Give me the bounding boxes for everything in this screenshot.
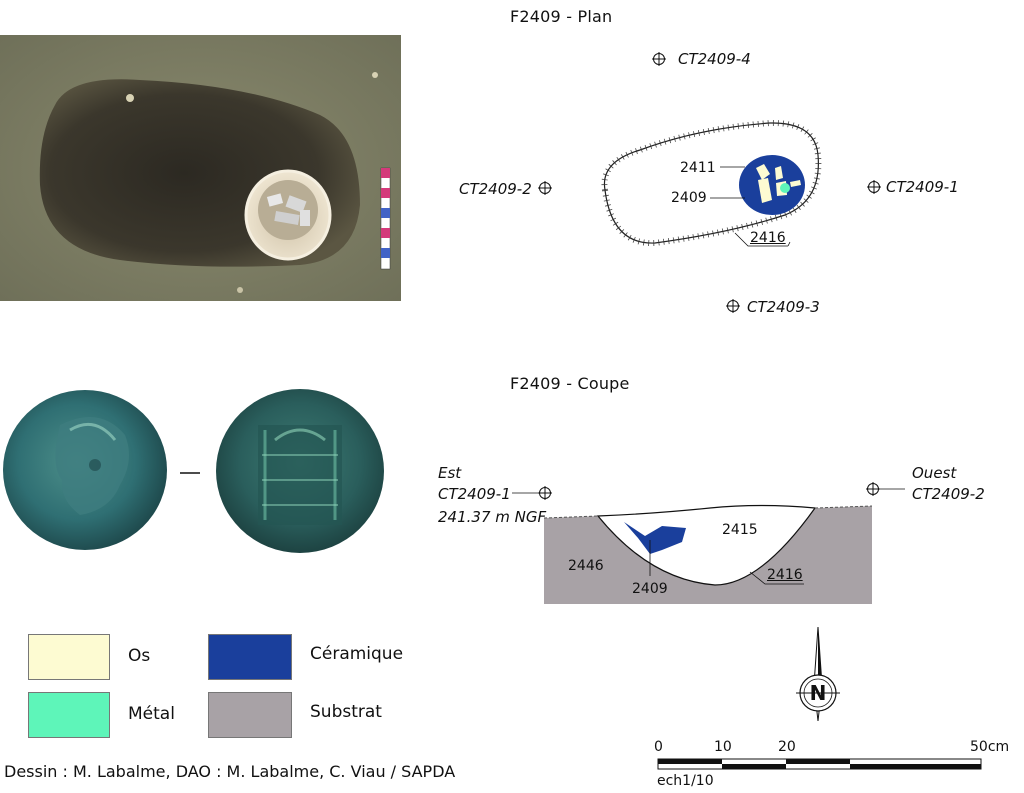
legend-swatch-substrat (208, 692, 292, 738)
credit-line: Dessin : M. Labalme, DAO : M. Labalme, C… (4, 762, 456, 781)
ceramic-section (624, 522, 686, 554)
legend-swatch-metal (28, 692, 110, 738)
plan-ct2-label: CT2409-2 (459, 180, 532, 198)
legend-label-os: Os (128, 646, 151, 666)
coupe-ct1-label: CT2409-1 (438, 485, 511, 503)
plan-label-2416: 2416 (750, 230, 786, 246)
scale-tick-50: 50cm (970, 739, 1010, 755)
coin-obverse (3, 390, 167, 550)
excavation-photo (0, 35, 401, 301)
legend-label-substrat: Substrat (310, 702, 382, 722)
coupe-title: F2409 - Coupe (510, 374, 630, 393)
scale-tick-20: 20 (778, 739, 796, 755)
plan-ct4-label: CT2409-4 (678, 50, 751, 68)
scale-caption: ech1/10 (657, 773, 714, 789)
svg-text:N: N (810, 681, 827, 705)
coupe-label-2416: 2416 (767, 567, 803, 583)
legend-swatch-os (28, 634, 110, 680)
plan-ct3-label: CT2409-3 (747, 298, 820, 316)
pit-fill-2415 (596, 504, 817, 586)
coin-reverse (216, 389, 384, 553)
coupe-label-2415: 2415 (722, 522, 758, 538)
photo-scale-bar (380, 167, 391, 270)
coin-photos (3, 389, 384, 553)
legend-label-metal: Métal (128, 704, 175, 724)
coupe-label-2446: 2446 (568, 558, 604, 574)
scale-bar (657, 758, 982, 770)
ceramic-vessel-plan (739, 155, 805, 215)
coupe-label-2409: 2409 (632, 581, 668, 597)
plan-drawing (538, 52, 881, 313)
coupe-ngf-label: 241.37 m NGF (438, 508, 547, 526)
legend-label-ceramique: Céramique (310, 644, 404, 664)
plan-label-2409: 2409 (671, 190, 707, 206)
plan-label-2411: 2411 (680, 160, 716, 176)
ct1-marker-icon (867, 180, 881, 194)
plan-ct1-label: CT2409-1 (886, 178, 959, 196)
legend-swatch-ceramique (208, 634, 292, 680)
ct3-marker-icon (726, 299, 740, 313)
ct2-marker-icon (538, 181, 552, 195)
scale-tick-10: 10 (714, 739, 732, 755)
plan-title: F2409 - Plan (510, 7, 613, 26)
coupe-est-label: Est (438, 464, 462, 482)
coupe-ct2-label: CT2409-2 (912, 485, 985, 503)
scale-tick-0: 0 (654, 739, 663, 755)
coupe-ouest-label: Ouest (912, 464, 957, 482)
coupe-ct2-marker-icon (866, 482, 880, 496)
north-arrow-icon: N (796, 626, 840, 722)
coupe-ct1-marker-icon (538, 486, 552, 500)
coupe-drawing (512, 482, 905, 604)
ct4-marker-icon (652, 52, 666, 66)
